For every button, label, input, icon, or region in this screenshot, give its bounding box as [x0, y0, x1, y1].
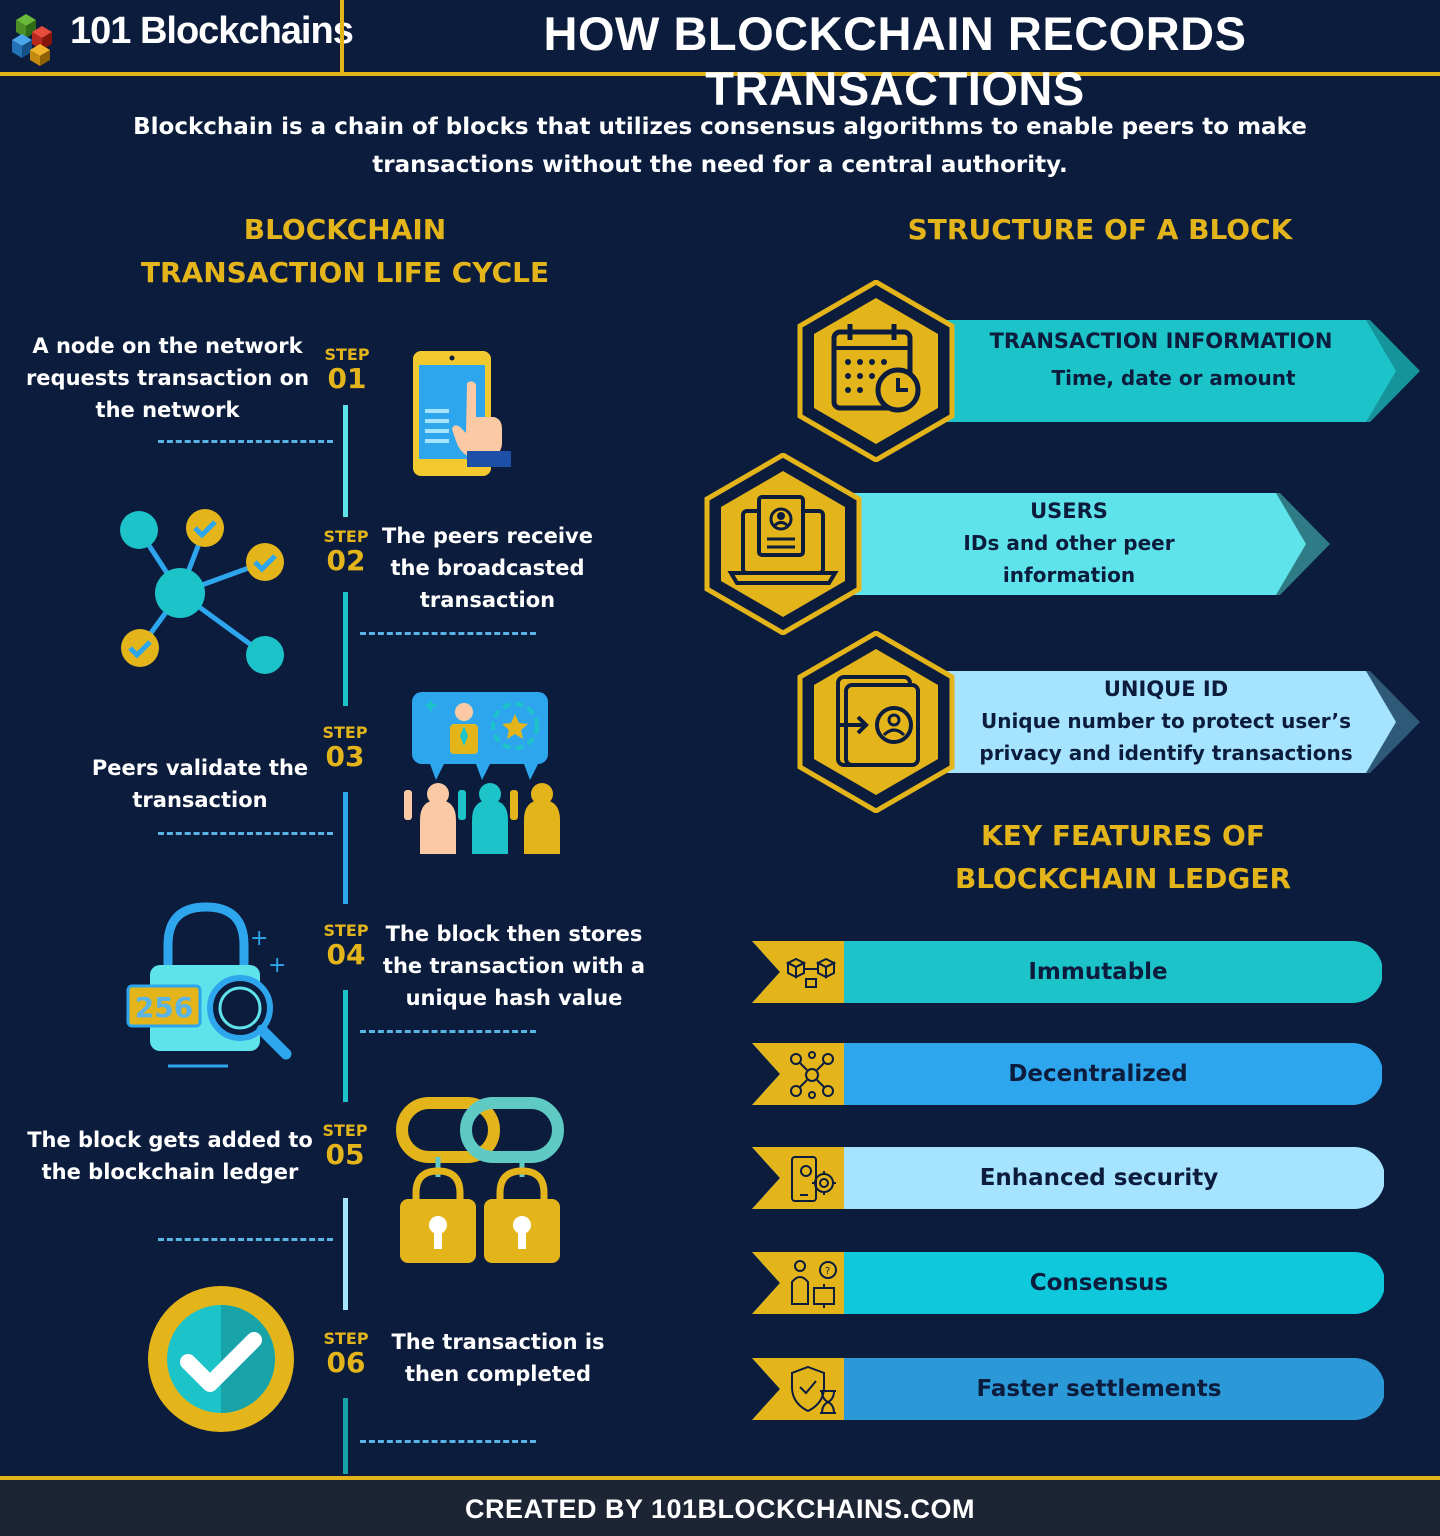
feature-consensus: ? Consensus [752, 1252, 1384, 1314]
step-01-text: A node on the network requests transacti… [25, 334, 310, 422]
shield-hourglass-icon [791, 1365, 836, 1414]
hash-value-text: 256 [135, 991, 193, 1024]
step-divider [360, 1440, 536, 1443]
features-title: KEY FEATURES OF BLOCKCHAIN LEDGER [880, 814, 1366, 900]
structure-item-desc: IDs and other peer information [963, 531, 1175, 587]
lifecycle-title-line2: TRANSACTION LIFE CYCLE [140, 256, 550, 289]
step-divider [158, 832, 333, 835]
features-title-line2: BLOCKCHAIN LEDGER [954, 862, 1292, 895]
page-title: HOW BLOCKCHAIN RECORDS TRANSACTIONS [543, 7, 1247, 115]
intro-text: Blockchain is a chain of blocks that uti… [133, 114, 1307, 178]
feature-immutable: Immutable [752, 941, 1382, 1003]
feature-decentralized: Decentralized [752, 1043, 1382, 1105]
svg-text:+: + [268, 953, 286, 978]
structure-ribbon-1 [930, 320, 1420, 422]
step-divider [360, 632, 536, 635]
step-divider [158, 1238, 333, 1241]
step-05-text: The block gets added to the blockchain l… [27, 1128, 313, 1184]
feature-label: Immutable [1028, 959, 1168, 985]
hash-lock-icon: 256 + + [126, 902, 292, 1068]
timeline-segment [343, 1398, 348, 1474]
feature-enhanced-security: Enhanced security [752, 1147, 1384, 1209]
step-06-text: The transaction is then completed [391, 1330, 605, 1386]
structure-item-1-text: TRANSACTION INFORMATION Time, date or am… [975, 326, 1347, 394]
feature-label: Enhanced security [979, 1165, 1219, 1191]
blocks-icon [785, 957, 837, 988]
laptop-profile-icon [704, 453, 862, 635]
lifecycle-title: BLOCKCHAIN TRANSACTION LIFE CYCLE [80, 208, 610, 294]
svg-text:+: + [250, 926, 268, 951]
structure-title: STRUCTURE OF A BLOCK [907, 213, 1293, 246]
id-login-icon [797, 631, 955, 813]
feature-faster-settlements: Faster settlements [752, 1358, 1384, 1420]
footer-credit: CREATED BY 101BLOCKCHAINS.COM [464, 1494, 976, 1524]
timeline-segment [343, 592, 348, 706]
svg-text:?: ? [825, 1266, 830, 1277]
timeline-segment [343, 990, 348, 1102]
step-04-text: The block then stores the transaction wi… [382, 922, 646, 1010]
structure-item-desc: Unique number to protect user’s privacy … [979, 709, 1353, 765]
feature-label: Decentralized [1008, 1061, 1188, 1087]
structure-item-desc: Time, date or amount [1051, 366, 1296, 390]
logo-cubes-icon [12, 14, 52, 66]
brand-logo-text: 101 Blockchains [70, 10, 354, 52]
step-03-text: Peers validate the transaction [91, 756, 309, 812]
decentralized-network-icon [790, 1051, 834, 1099]
tablet-touch-icon [413, 351, 511, 476]
structure-item-3-text: UNIQUE ID Unique number to protect user’… [960, 674, 1372, 769]
feature-label: Faster settlements [976, 1376, 1222, 1402]
structure-item-2-text: USERS IDs and other peer information [900, 496, 1238, 591]
step-divider [360, 1030, 536, 1033]
people-puzzle-icon: ? [791, 1260, 837, 1308]
header-divider [340, 0, 344, 72]
phone-gear-icon [791, 1156, 836, 1202]
lifecycle-title-line1: BLOCKCHAIN [243, 213, 447, 246]
chain-locks-icon [396, 1097, 564, 1263]
timeline-segment [343, 405, 348, 517]
header-bar [0, 0, 1440, 76]
timeline-segment [343, 1198, 348, 1310]
timeline-segment [343, 792, 348, 904]
footer-bar [0, 1476, 1440, 1536]
step-divider [158, 440, 333, 443]
checkmark-circle-icon [148, 1286, 294, 1432]
structure-item-title: USERS [1030, 499, 1108, 523]
structure-item-title: UNIQUE ID [1103, 677, 1229, 701]
calendar-clock-icon [797, 280, 955, 462]
network-nodes-icon [120, 509, 284, 674]
feature-label: Consensus [1029, 1270, 1169, 1296]
structure-ribbon-2 [840, 493, 1330, 595]
structure-ribbon-3 [930, 671, 1420, 773]
step-02-text: The peers receive the broadcasted transa… [382, 524, 593, 612]
structure-item-title: TRANSACTION INFORMATION [989, 329, 1333, 353]
peers-vote-icon [404, 692, 560, 854]
features-title-line1: KEY FEATURES OF [981, 819, 1265, 852]
